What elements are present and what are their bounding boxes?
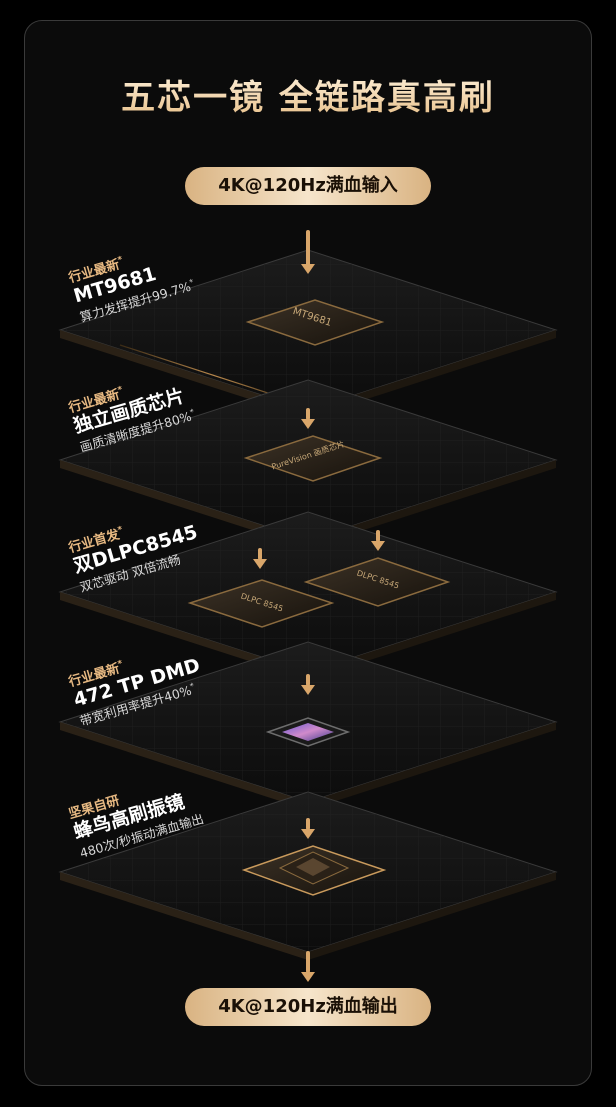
page-title: 五芯一镜 全链路真高刷	[0, 70, 616, 119]
arrow-down-icon	[301, 408, 315, 430]
arrow-down-icon	[301, 818, 315, 840]
arrow-down-icon	[301, 674, 315, 696]
layer-4-board	[58, 641, 558, 810]
arrow-down-icon	[371, 530, 385, 552]
layer-5-board	[58, 791, 558, 960]
output-pill: 4K@120Hz满血输出	[185, 988, 431, 1026]
layer-2-board	[58, 379, 558, 548]
arrow-down-icon	[253, 548, 267, 570]
arrow-down-icon	[301, 951, 315, 983]
arrow-down-icon	[301, 230, 315, 276]
input-pill: 4K@120Hz满血输入	[185, 167, 431, 205]
layer-3-board	[58, 511, 558, 680]
layer-1-board	[58, 249, 558, 418]
